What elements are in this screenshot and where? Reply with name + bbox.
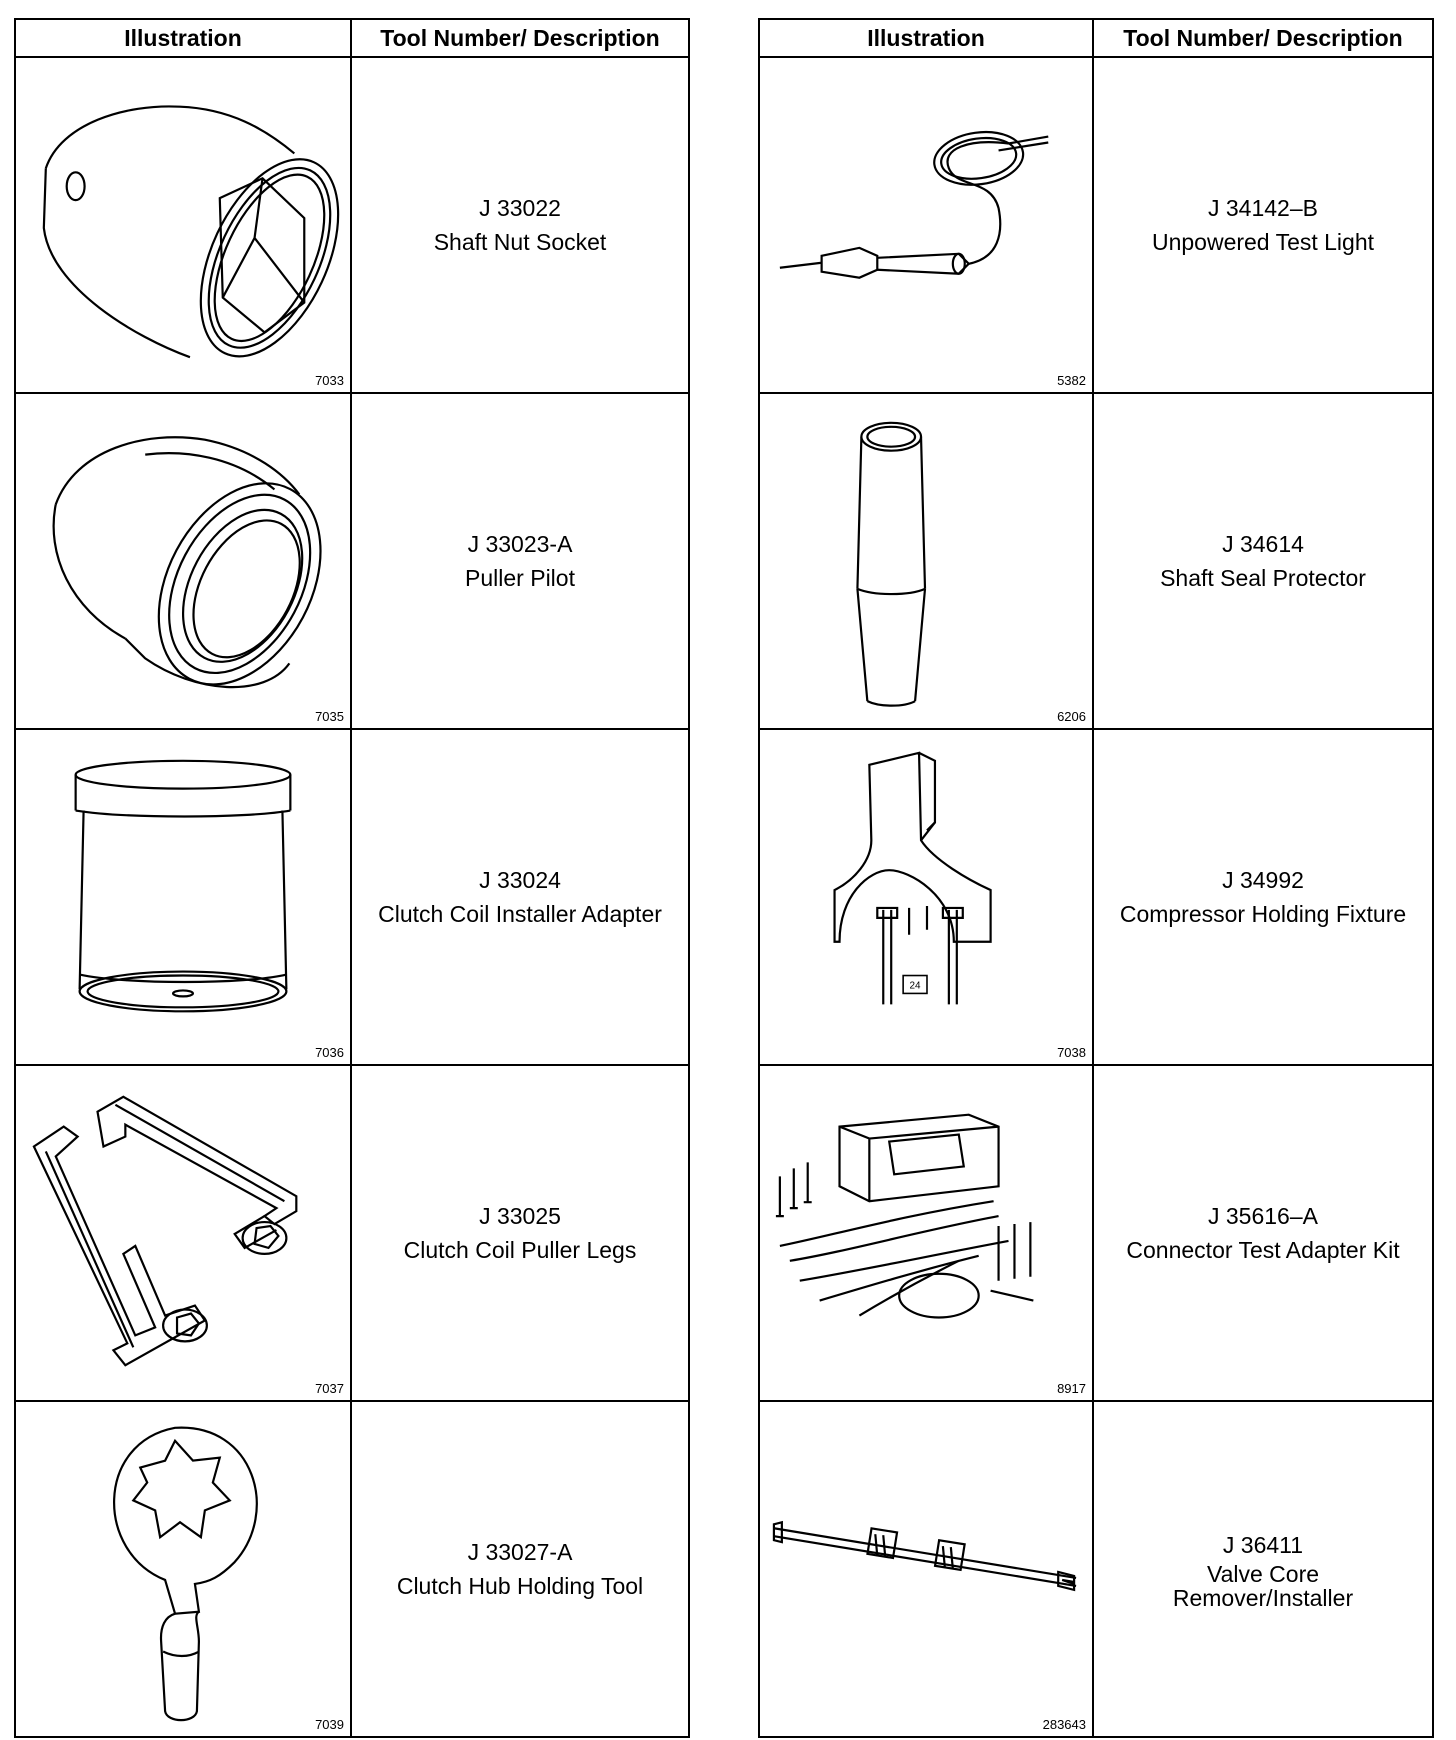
holding-fixture-illustration: 24 — [833, 751, 992, 1005]
tool-description-cell: J 33027-A Clutch Hub Holding Tool — [350, 1400, 690, 1738]
illustration-cell: 283643 — [758, 1400, 1094, 1738]
illustration-cell: 7035 — [14, 392, 352, 730]
tool-name: Compressor Holding Fixture — [1119, 901, 1407, 927]
tool-number: J 36411 — [1222, 1532, 1304, 1558]
illustration-cell: 7037 — [14, 1064, 352, 1402]
figure-number: 8917 — [1057, 1381, 1086, 1396]
tool-number: J 33022 — [479, 195, 561, 221]
adapter-kit-illustration — [775, 1113, 1034, 1319]
figure-number: 7038 — [1057, 1045, 1086, 1060]
tool-number: J 33024 — [479, 867, 561, 893]
illustration-cell: 24 7038 — [758, 728, 1094, 1066]
test-light-illustration — [779, 130, 1049, 279]
tool-description-cell: J 36411 Valve Core Remover/Installer — [1092, 1400, 1434, 1738]
tools-table-right: Illustration Tool Number/ Description 53… — [758, 18, 1434, 1738]
valve-core-tool-illustration — [772, 1520, 1077, 1592]
tool-number: J 35616–A — [1208, 1203, 1318, 1229]
tool-number: J 33023-A — [467, 531, 573, 557]
header-row: Illustration Tool Number/ Description — [758, 18, 1434, 58]
tool-description-cell: J 33024 Clutch Coil Installer Adapter — [350, 728, 690, 1066]
tool-number: J 33025 — [479, 1203, 561, 1229]
table-row: 7039 J 33027-A Clutch Hub Holding Tool — [14, 1400, 690, 1738]
illustration-header: Illustration — [758, 18, 1094, 58]
tool-name: Shaft Seal Protector — [1160, 565, 1366, 591]
tool-number: J 34992 — [1222, 867, 1304, 893]
tool-number: J 34142–B — [1208, 195, 1318, 221]
tool-name: Unpowered Test Light — [1151, 229, 1375, 255]
figure-number: 7039 — [315, 1717, 344, 1732]
table-row: 24 7038 J 34992 Compressor Holding Fixtu… — [758, 728, 1434, 1066]
tool-description-cell: J 35616–A Connector Test Adapter Kit — [1092, 1064, 1434, 1402]
tool-number: J 34614 — [1222, 531, 1304, 557]
illustration-cell: 7033 — [14, 56, 352, 394]
table-row: 6206 J 34614 Shaft Seal Protector — [758, 392, 1434, 730]
figure-number: 6206 — [1057, 709, 1086, 724]
fixture-inset-label: 24 — [910, 980, 922, 991]
hub-holding-tool-illustration — [113, 1426, 258, 1722]
tool-name: Valve Core — [1206, 1561, 1320, 1587]
figure-number: 283643 — [1042, 1717, 1086, 1732]
tool-name: Clutch Coil Puller Legs — [403, 1237, 637, 1263]
figure-number: 7036 — [315, 1045, 344, 1060]
table-row: 5382 J 34142–B Unpowered Test Light — [758, 56, 1434, 394]
tool-name: Puller Pilot — [465, 565, 575, 591]
puller-pilot-illustration — [52, 436, 322, 689]
illustration-cell: 7039 — [14, 1400, 352, 1738]
table-row: 7033 J 33022 Shaft Nut Socket — [14, 56, 690, 394]
shaft-nut-socket-illustration — [42, 105, 340, 359]
tool-name: Shaft Nut Socket — [433, 229, 607, 255]
tool-header: Tool Number/ Description — [1092, 18, 1434, 58]
tool-description-cell: J 33025 Clutch Coil Puller Legs — [350, 1064, 690, 1402]
tool-header: Tool Number/ Description — [350, 18, 690, 58]
tool-description-cell: J 34992 Compressor Holding Fixture — [1092, 728, 1434, 1066]
tool-name: Clutch Hub Holding Tool — [396, 1573, 644, 1599]
table-row: 283643 J 36411 Valve Core Remover/Instal… — [758, 1400, 1434, 1738]
puller-legs-illustration — [32, 1095, 298, 1367]
illustration-cell: 6206 — [758, 392, 1094, 730]
figure-number: 7033 — [315, 373, 344, 388]
table-row: 7037 J 33025 Clutch Coil Puller Legs — [14, 1064, 690, 1402]
tool-number: J 33027-A — [467, 1539, 573, 1565]
table-row: 7035 J 33023-A Puller Pilot — [14, 392, 690, 730]
table-row: 7036 J 33024 Clutch Coil Installer Adapt… — [14, 728, 690, 1066]
tool-name: Clutch Coil Installer Adapter — [378, 901, 662, 927]
tool-description-cell: J 34614 Shaft Seal Protector — [1092, 392, 1434, 730]
illustration-cell: 5382 — [758, 56, 1094, 394]
seal-protector-illustration — [856, 421, 927, 707]
tool-description-cell: J 33022 Shaft Nut Socket — [350, 56, 690, 394]
illustration-cell: 7036 — [14, 728, 352, 1066]
header-row: Illustration Tool Number/ Description — [14, 18, 690, 58]
tools-table-left: Illustration Tool Number/ Description 70… — [14, 18, 690, 1738]
tool-description-cell: J 34142–B Unpowered Test Light — [1092, 56, 1434, 394]
figure-number: 7037 — [315, 1381, 344, 1396]
figure-number: 7035 — [315, 709, 344, 724]
illustration-header: Illustration — [14, 18, 352, 58]
table-row: 8917 J 35616–A Connector Test Adapter Ki… — [758, 1064, 1434, 1402]
installer-adapter-illustration — [74, 759, 292, 1013]
illustration-cell: 8917 — [758, 1064, 1094, 1402]
tool-name-line2: Remover/Installer — [1172, 1585, 1354, 1611]
tool-description-cell: J 33023-A Puller Pilot — [350, 392, 690, 730]
tool-name: Connector Test Adapter Kit — [1126, 1237, 1400, 1263]
figure-number: 5382 — [1057, 373, 1086, 388]
